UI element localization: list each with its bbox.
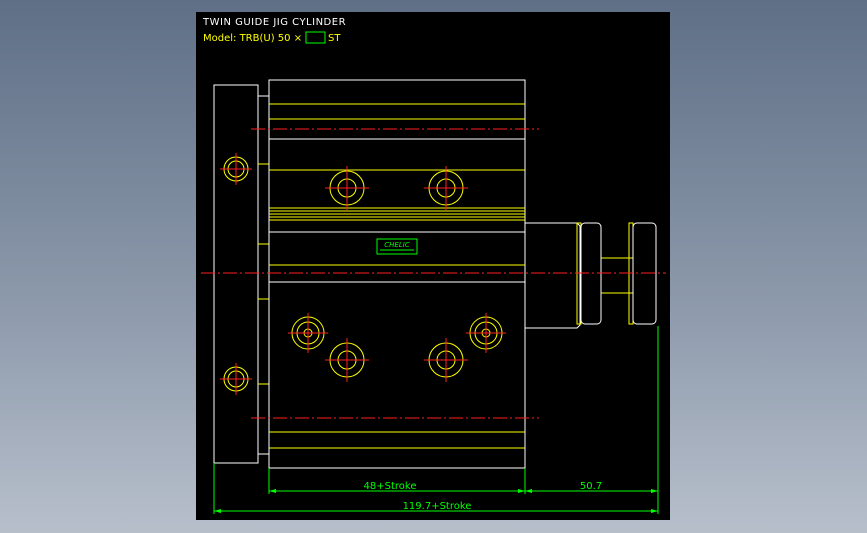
end-plate [213,84,259,464]
rod-assembly [525,222,657,329]
dimension-lines [213,326,659,514]
plate-bolt-lower [220,363,252,395]
drawing-title: TWIN GUIDE JIG CYLINDER [202,17,346,28]
model-prefix: Model: TRB(U) 50 × [203,33,302,44]
dim-body-length: 48+Stroke [364,481,417,492]
plate-bolt-upper [220,153,252,185]
svg-text:CHELIC: CHELIC [384,241,410,249]
mounting-hole-2 [424,166,468,210]
brand-logo: CHELIC [376,238,418,255]
mounting-hole-1 [325,166,369,210]
cad-viewport[interactable]: TWIN GUIDE JIG CYLINDER Model: TRB(U) 50… [196,12,670,520]
dim-overall-length: 119.7+Stroke [403,501,472,512]
plate-flange [257,95,270,455]
model-suffix: ST [328,33,341,44]
stroke-input-box [305,31,326,44]
dim-rod-extension: 50.7 [580,481,602,492]
port-hole-2 [466,313,506,353]
cylinder-body [268,79,526,469]
mounting-hole-3 [325,338,369,382]
port-hole-1 [288,313,328,353]
cylinder-drawing: TWIN GUIDE JIG CYLINDER Model: TRB(U) 50… [201,17,666,514]
mounting-hole-4 [424,338,468,382]
